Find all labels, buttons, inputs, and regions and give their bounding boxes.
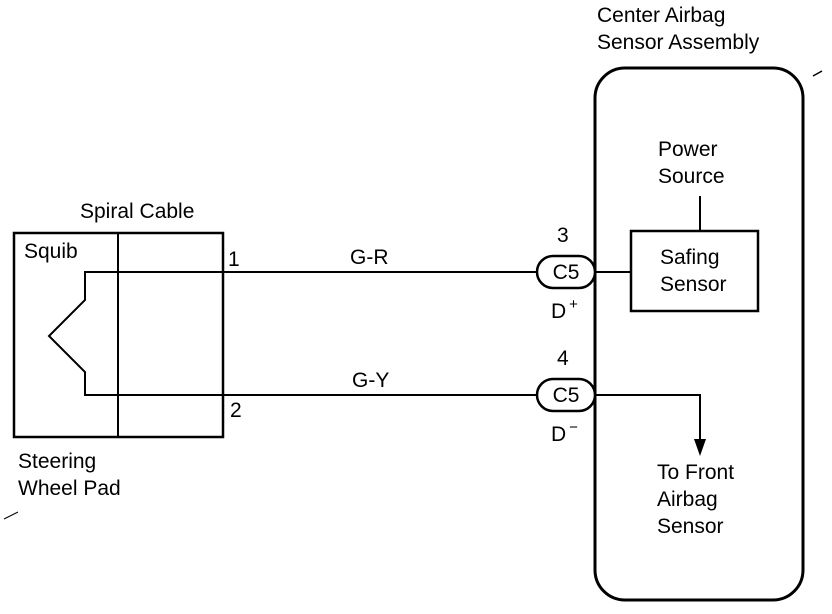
safing-sensor-label-2: Sensor (660, 273, 727, 296)
wire-g-r-label: G-R (350, 246, 389, 269)
steering-label-1: Steering (18, 450, 96, 473)
power-source-label-2: Source (658, 165, 725, 188)
arrow-down-icon (694, 439, 706, 456)
pin-3-label: 3 (557, 224, 569, 247)
terminal-d-plus-letter: D (551, 300, 566, 323)
power-source-label-1: Power (658, 138, 718, 161)
steering-label-2: Wheel Pad (18, 477, 121, 500)
safing-sensor-box (629, 229, 760, 313)
pin-1-label: 1 (228, 248, 240, 271)
assembly-label-1: Center Airbag (597, 4, 725, 27)
to-front-label-1: To Front (657, 461, 734, 484)
terminal-d-minus-letter: D (551, 423, 566, 446)
safing-sensor-label-1: Safing (660, 246, 720, 269)
terminal-d-minus-sign: − (569, 419, 578, 436)
connector-c5-bottom-label: C5 (553, 384, 580, 407)
front-sensor-wire (596, 394, 701, 445)
pin-2-label: 2 (230, 399, 242, 422)
terminal-d-plus-label: D+ (551, 296, 578, 323)
connector-c5-bottom (535, 377, 597, 413)
terminal-d-minus-label: D− (551, 419, 578, 446)
scan-mark-top-right (812, 70, 823, 77)
squib-element (47, 271, 223, 396)
assembly-label-2: Sensor Assembly (597, 31, 760, 54)
to-front-label-3: Sensor (657, 515, 724, 538)
connector-c5-top-label: C5 (553, 261, 580, 284)
wire-g-y-label: G-Y (352, 369, 389, 392)
to-front-label-2: Airbag (657, 488, 718, 511)
spiral-cable-label: Spiral Cable (80, 200, 194, 223)
assembly-box (593, 66, 805, 602)
scan-mark-bottom-left (3, 511, 19, 520)
pin-4-label: 4 (557, 347, 569, 370)
terminal-d-plus-sign: + (569, 296, 578, 313)
squib-label: Squib (24, 240, 78, 263)
connector-c5-top (535, 254, 597, 290)
